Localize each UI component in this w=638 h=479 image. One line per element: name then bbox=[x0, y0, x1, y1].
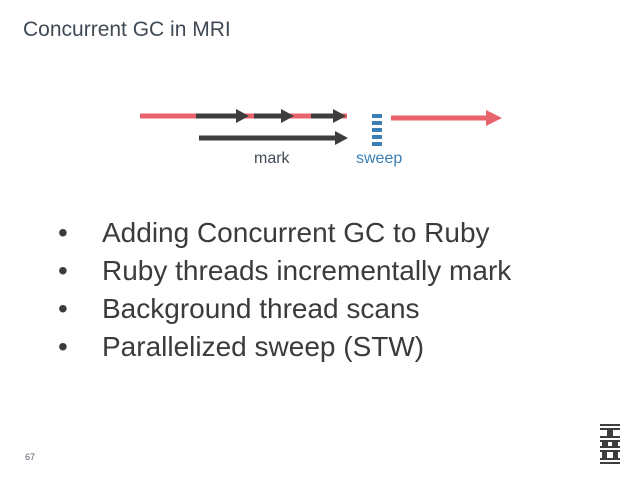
ibm-logo-icon bbox=[600, 424, 620, 464]
mutator-resume-arrowhead bbox=[486, 110, 502, 126]
mark-segment-2-arrowhead bbox=[281, 109, 294, 123]
slide-title: Concurrent GC in MRI bbox=[23, 18, 231, 41]
bullet-text: Background thread scans bbox=[102, 293, 420, 324]
list-item: • Background thread scans bbox=[54, 290, 511, 328]
sweep-dashes bbox=[372, 114, 382, 146]
bullet-text: Ruby threads incrementally mark bbox=[102, 255, 512, 286]
bullet-dot: • bbox=[58, 331, 68, 362]
bullet-dot: • bbox=[58, 293, 68, 324]
list-item: • Adding Concurrent GC to Ruby bbox=[54, 214, 511, 252]
list-item: • Ruby threads incrementally mark bbox=[54, 252, 511, 290]
mark-segment-3-arrowhead bbox=[333, 109, 346, 123]
sweep-label: sweep bbox=[356, 150, 403, 167]
page-number: 67 bbox=[25, 452, 36, 462]
bullet-text: Parallelized sweep (STW) bbox=[102, 331, 425, 362]
mark-segment-1-arrowhead bbox=[236, 109, 249, 123]
bullet-list: • Adding Concurrent GC to Ruby • Ruby thre… bbox=[54, 214, 511, 366]
bullet-dot: • bbox=[58, 255, 68, 286]
mark-label: mark bbox=[254, 150, 290, 167]
gc-timeline-diagram bbox=[140, 109, 502, 146]
bullet-text: Adding Concurrent GC to Ruby bbox=[102, 217, 490, 248]
background-mark-arrowhead bbox=[335, 131, 348, 145]
list-item: • Parallelized sweep (STW) bbox=[54, 328, 511, 366]
bullet-dot: • bbox=[58, 217, 68, 248]
